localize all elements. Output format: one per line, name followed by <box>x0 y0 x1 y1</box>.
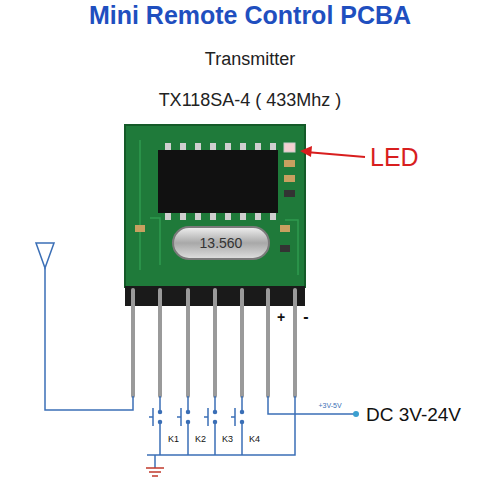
ic-leg <box>255 143 261 150</box>
smd-part <box>280 225 290 232</box>
switch-wire <box>147 454 155 456</box>
header-pin <box>240 290 244 396</box>
ic-chip <box>158 150 278 213</box>
switch-contact <box>159 421 162 424</box>
ic-leg <box>255 213 261 220</box>
subtitle: Transmitter <box>205 50 295 70</box>
header-pin <box>131 290 135 396</box>
pin-polarity: - <box>303 308 308 326</box>
pcb-board <box>125 125 305 287</box>
header-pins <box>133 290 295 396</box>
ic-leg <box>180 143 186 150</box>
header-pin <box>266 290 270 396</box>
ic-leg <box>195 213 201 220</box>
ic-leg <box>165 213 171 220</box>
ic-leg <box>210 143 216 150</box>
switch-actuator <box>177 408 181 426</box>
supply-voltage: DC 3V-24V <box>366 405 461 426</box>
switch-wire <box>214 396 216 455</box>
switch-actuator <box>204 408 208 426</box>
switch-contact <box>241 411 244 414</box>
ic-legs <box>165 143 276 220</box>
ic-leg <box>225 213 231 220</box>
ic-leg <box>225 143 231 150</box>
ground-symbol <box>146 468 164 476</box>
antenna-symbol <box>36 243 133 410</box>
ic-leg <box>180 213 186 220</box>
smd-part <box>284 160 295 167</box>
switch-contact <box>241 421 244 424</box>
led-pointer-head <box>300 146 312 157</box>
switch-contact <box>187 421 190 424</box>
header-pin <box>213 290 217 396</box>
ic-leg <box>165 143 171 150</box>
voltage-label: +3V-5V <box>318 402 341 410</box>
smd-part <box>135 225 145 232</box>
ground-wire <box>155 396 295 468</box>
switch-name: K3 <box>222 435 233 445</box>
switch-actuator <box>231 408 235 426</box>
ic-leg <box>240 143 246 150</box>
switch-contact <box>187 411 190 414</box>
switch-name: K4 <box>249 435 260 445</box>
led <box>284 143 295 152</box>
smd-part <box>280 245 290 252</box>
power-terminal <box>353 411 359 417</box>
switch-wire <box>241 396 243 455</box>
switch-wire <box>159 396 161 455</box>
smd-part <box>284 190 295 197</box>
ic-leg <box>270 213 276 220</box>
ic-leg <box>270 143 276 150</box>
model-number: TX118SA-4 ( 433Mhz ) <box>159 91 342 111</box>
switch-contact <box>214 421 217 424</box>
header-pin <box>158 290 162 396</box>
crystal: 13.560 <box>172 226 270 260</box>
led-pointer <box>306 152 365 157</box>
ic-leg <box>195 143 201 150</box>
smd-part <box>284 175 295 182</box>
switch-wire <box>187 396 189 455</box>
ic-leg <box>240 213 246 220</box>
switch-name: K1 <box>168 435 179 445</box>
switch-name: K2 <box>195 435 206 445</box>
crystal-marking: 13.560 <box>200 235 243 251</box>
callout-label: LED <box>370 144 419 172</box>
pcb-traces <box>140 140 298 275</box>
power-wire <box>268 396 355 414</box>
pin-polarity: + <box>277 310 285 325</box>
switch-actuator <box>149 408 153 426</box>
push-buttons <box>147 396 244 455</box>
header-pin <box>186 290 190 396</box>
switch-contact <box>214 411 217 414</box>
page-title: Mini Remote Control PCBA <box>89 2 411 30</box>
header-pin <box>293 290 297 396</box>
switch-contact <box>159 411 162 414</box>
ic-leg <box>210 213 216 220</box>
